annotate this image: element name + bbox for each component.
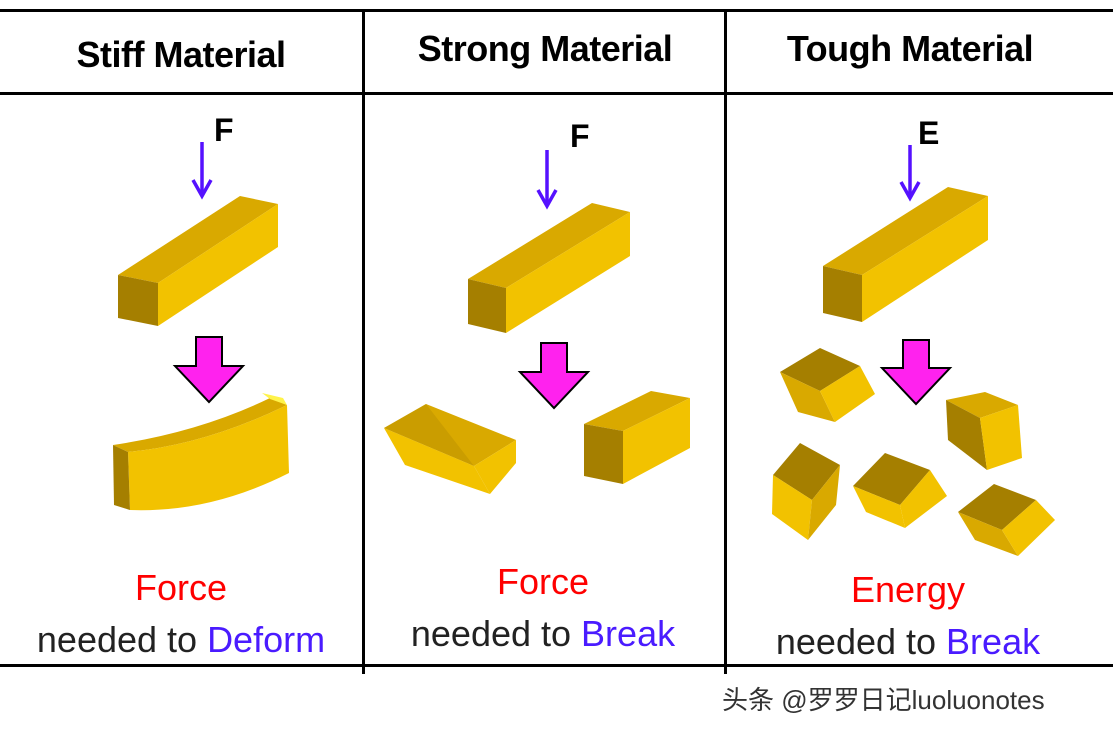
bottom-border [0,664,1113,667]
caption-strong: Force needed to Break [364,556,722,660]
column-divider-1 [362,9,365,674]
block-stiff-deformed [113,393,289,511]
force-symbol-strong: F [570,118,590,154]
panel-title-strong: Strong Material [417,28,673,69]
panel-title-stiff: Stiff Material [76,34,286,75]
block-strong-fragment-left [384,404,516,494]
cube-tough-1 [780,348,875,422]
top-border [0,9,1113,12]
column-divider-2 [724,9,727,674]
panel-title-tough: Tough Material [786,28,1034,69]
caption-stiff-top: Force [134,567,228,608]
transition-arrow-stiff [172,336,246,404]
transition-arrow-strong [517,342,591,410]
cube-tough-4 [853,453,947,528]
force-symbol-stiff: F [214,112,234,148]
block-tough-initial [823,187,988,322]
watermark-credit: 头条 @罗罗日记luoluonotes [722,685,1045,715]
energy-symbol-tough: E [918,115,940,151]
cube-tough-5 [958,484,1055,556]
block-strong-initial [468,203,630,333]
energy-arrow-tough [899,145,921,202]
caption-tough-prefix: needed to [775,621,947,662]
force-arrow-strong [536,150,558,210]
block-strong-fragment-right [584,391,690,484]
caption-strong-verb: Break [581,613,676,654]
transition-arrow-tough [879,339,953,406]
caption-strong-top: Force [496,561,590,602]
caption-stiff-prefix: needed to [36,619,208,660]
cube-tough-2 [946,392,1022,470]
caption-tough-top: Energy [850,569,966,610]
caption-strong-prefix: needed to [410,613,582,654]
caption-tough-verb: Break [946,621,1041,662]
caption-tough: Energy needed to Break [728,564,1088,668]
cube-tough-3 [772,443,840,540]
caption-stiff-verb: Deform [207,619,326,660]
block-stiff-initial [118,196,278,326]
force-arrow-stiff [191,142,213,200]
caption-stiff: Force needed to Deform [0,562,362,666]
header-divider [0,92,1113,95]
